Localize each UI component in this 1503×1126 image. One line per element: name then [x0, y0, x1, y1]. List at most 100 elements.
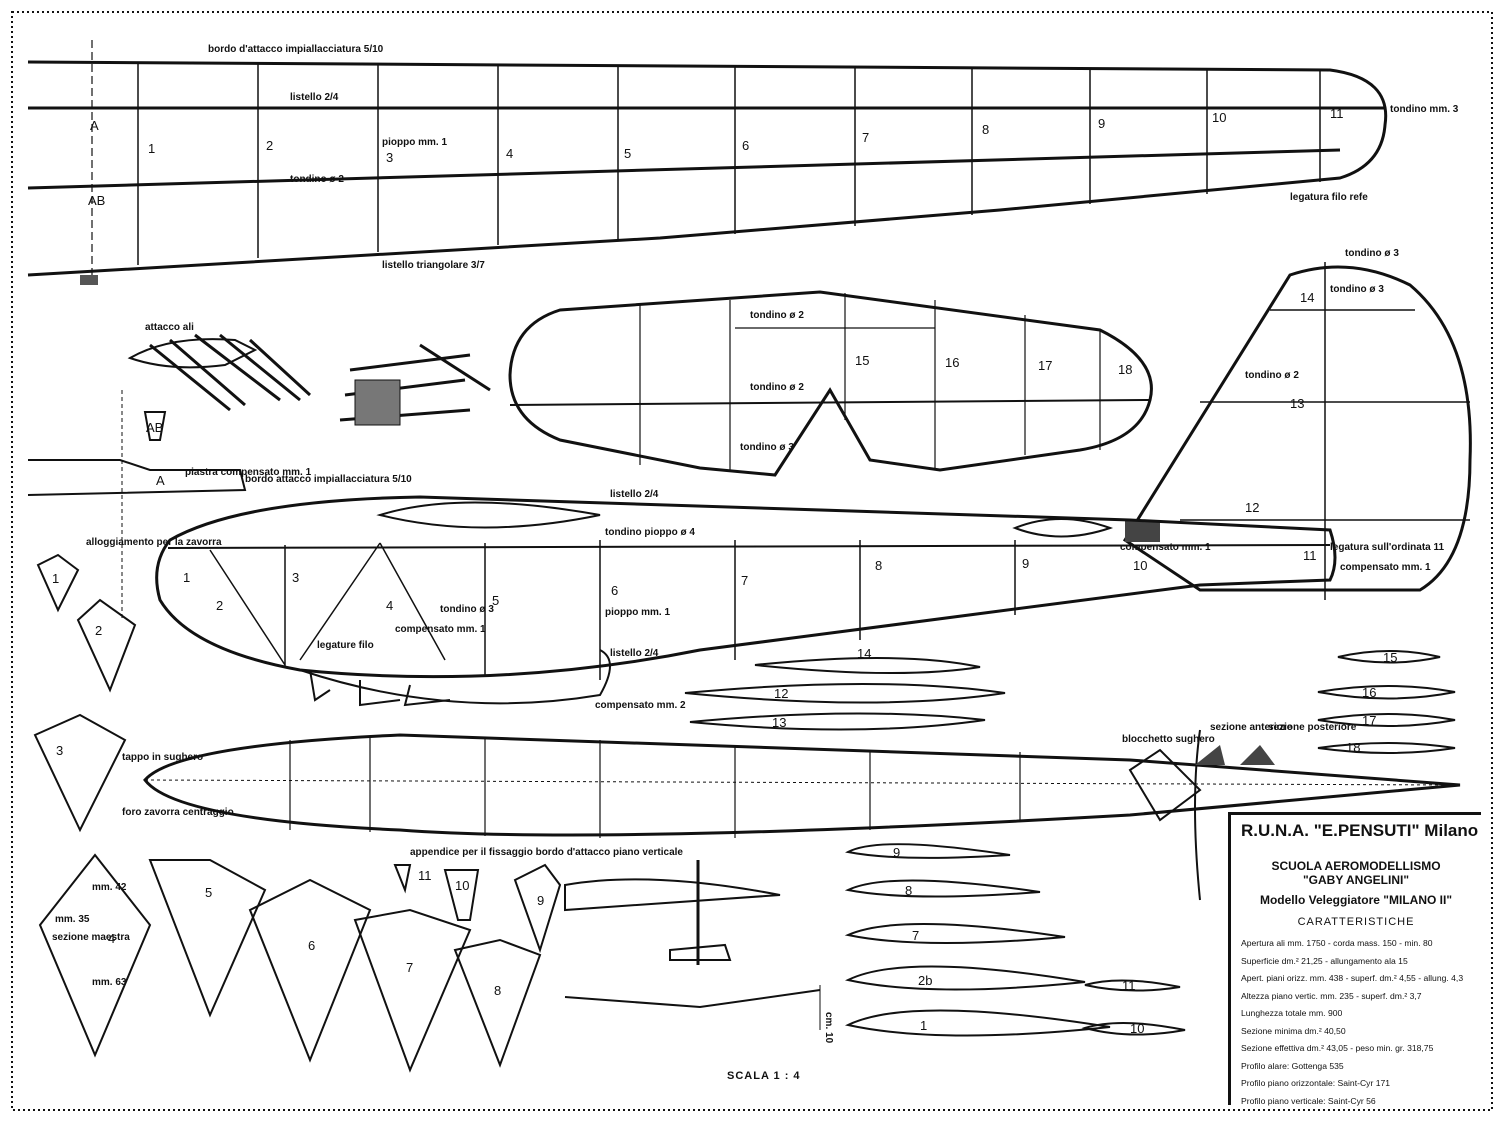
tail-rib-15: 15 [855, 353, 869, 368]
former-section-label: sezione maestra [52, 932, 130, 943]
attach-label: attacco ali [145, 322, 194, 333]
profile-18 [1317, 742, 1456, 754]
former-num-7: 7 [406, 960, 413, 975]
fus-rod-poplar-label: tondino pioppo ø 4 [605, 527, 695, 538]
former-8-shape [453, 938, 542, 1068]
fus-ties-label: legature filo [317, 640, 374, 651]
fus-plywood2-label: compensato mm. 2 [595, 700, 686, 711]
wing-rib-10: 10 [1212, 110, 1226, 125]
former-width-label: mm. 35 [55, 914, 90, 925]
former-num-1: 1 [52, 571, 59, 586]
tailplane-outline [508, 290, 1153, 477]
former-7-shape [353, 908, 472, 1073]
rib-profile-8: 8 [905, 883, 912, 898]
cork-block [1128, 748, 1202, 822]
spec-item: Apertura ali mm. 1750 - corda mass. 150 … [1241, 938, 1433, 948]
section-rear-shape [1240, 745, 1275, 765]
bottom-centerline [144, 779, 1461, 786]
former-11-shape [393, 864, 412, 894]
fin-plywood-label: compensato mm. 1 [1340, 562, 1431, 573]
wing-spar-label: listello 2/4 [290, 92, 339, 103]
fus-leading-label: bordo attacco impiallacciatura 5/10 [245, 474, 412, 485]
former-num-3: 3 [56, 743, 63, 758]
rib-profile-10: 10 [1130, 1021, 1144, 1036]
sheet-border [11, 11, 1493, 1111]
profile-7 [844, 922, 1066, 945]
spec-item: Sezione minima dm.² 40,50 [1241, 1025, 1346, 1036]
fuselage-keel [299, 649, 611, 705]
tailplane-spar [509, 399, 1151, 406]
attach-plate-label: piastra compensato mm. 1 [185, 467, 312, 478]
fus-strip-bottom-label: listello 2/4 [610, 648, 659, 659]
ballast-hole-label: foro zavorra centraggio [122, 807, 234, 818]
wing-rod-label: tondino ø 2 [290, 174, 344, 185]
wing-outline [27, 60, 1388, 277]
fin-rod2-label: tondino ø 2 [1245, 370, 1299, 381]
airfoil-profiles [684, 650, 1456, 1037]
wing-rib-11: 11 [1330, 106, 1344, 121]
wing-spar-rod [27, 148, 1341, 190]
wing-root-block [80, 275, 98, 285]
spec-item: Superficie dm.² 21,25 - allungamento ala… [1241, 955, 1408, 966]
tail-profile-18: 18 [1346, 740, 1360, 755]
rib-profile-11: 11 [1122, 978, 1136, 993]
profile-8 [844, 879, 1041, 898]
fuselage-longeron [167, 544, 1331, 549]
former-num-2: 2 [95, 623, 102, 638]
bottom-outline [143, 733, 1461, 837]
tail-profile-16: 16 [1362, 685, 1376, 700]
tailplane-ribs-lines [639, 293, 1101, 470]
fin-tie-label: legatura sull'ordinata 11 [1330, 542, 1445, 553]
rib-profile-7: 7 [912, 928, 919, 943]
profile-1 [844, 1009, 1111, 1037]
spec-item: Sezione effettiva dm.² 43,05 - peso min.… [1241, 1043, 1434, 1053]
scale-label: SCALA 1 : 4 [727, 1070, 801, 1082]
profile-16 [1317, 685, 1456, 700]
profile-17 [1317, 713, 1456, 727]
fuselage-bottom [143, 729, 1461, 901]
cork-block-label: blocchetto sughero [1122, 734, 1215, 745]
labels: bordo d'attacco impiallacciatura 5/10 li… [52, 44, 1459, 1044]
tailplane [508, 290, 1153, 477]
fuselage-outline [155, 495, 1337, 679]
former-5-shape [148, 859, 267, 1018]
wing-trailing-label: listello triangolare 3/7 [382, 260, 485, 271]
fin-rod3b-label: tondino ø 3 [1330, 284, 1384, 295]
profile-2b [844, 965, 1086, 991]
fus-former-6: 6 [611, 583, 618, 598]
fus-former-5: 5 [492, 593, 499, 608]
former-num-11: 11 [418, 868, 432, 883]
tail-rib-16: 16 [945, 355, 959, 370]
spec-item: Apert. piani orizz. mm. 438 - superf. dm… [1241, 973, 1464, 983]
tail-profile-14: 14 [857, 646, 871, 661]
spec-item: Lunghezza totale mm. 900 [1241, 1008, 1343, 1018]
wing-marker-ab: AB [88, 193, 105, 208]
fus-plywood-tail-label: compensato mm. 1 [1120, 542, 1211, 553]
club-name: R.U.N.A. "E.PENSUTI" Milano [1241, 821, 1479, 840]
rib-profile-1: 1 [920, 1018, 927, 1033]
wing-saddle-profile [376, 501, 601, 529]
former-num-9: 9 [537, 893, 544, 908]
wing-tip-label: tondino mm. 3 [1390, 104, 1459, 115]
fuselage-frames [209, 540, 1016, 680]
attach-block [354, 379, 401, 426]
profile-11 [1084, 979, 1181, 992]
tail-saddle-profile [1012, 518, 1114, 538]
spec-item: Altezza piano vertic. mm. 235 - superf. … [1241, 990, 1422, 1001]
fus-rod3-label: tondino ø 3 [440, 604, 494, 615]
features-heading: CARATTERISTICHE [1297, 916, 1415, 928]
section-front-label: sezione anteriore [1210, 722, 1293, 733]
fin-rib-12: 12 [1245, 500, 1259, 515]
former-num-10: 10 [455, 878, 469, 893]
fus-former-10: 10 [1133, 558, 1147, 573]
fin-lines [1180, 262, 1470, 600]
former-num-4: 4 [108, 931, 115, 946]
rudder-line [1194, 729, 1201, 901]
fin-rod3a-label: tondino ø 3 [1345, 248, 1399, 259]
fus-former-4: 4 [386, 598, 393, 613]
mini-tail-plan [669, 943, 732, 961]
side-view-dim-label: cm. 10 [823, 1012, 834, 1044]
plate-ab [143, 411, 167, 441]
